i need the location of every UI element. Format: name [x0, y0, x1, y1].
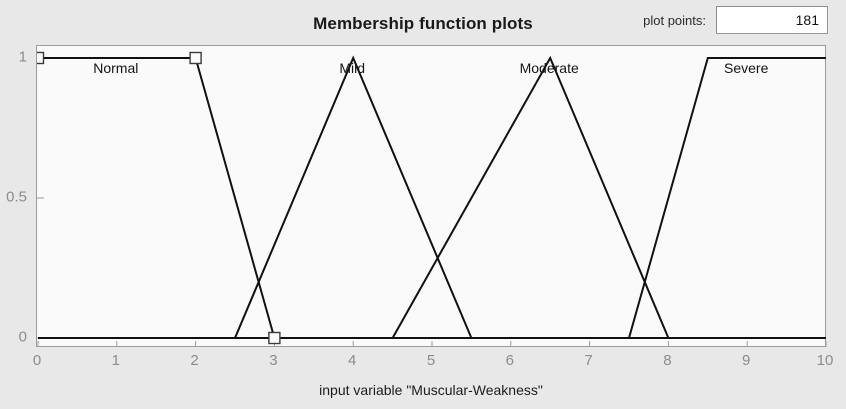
x-tick-label: 10 [816, 352, 834, 369]
x-tick-label: 1 [111, 352, 120, 369]
plot-points-input[interactable]: 181 [716, 6, 828, 34]
curve-paths [38, 55, 826, 339]
x-tick-label: 3 [269, 352, 278, 369]
selection-handles[interactable] [37, 51, 281, 345]
x-tick-label: 9 [742, 352, 751, 369]
y-tick-label: 0 [18, 328, 27, 346]
y-tick-label: 1 [18, 48, 27, 66]
x-tick-label: 5 [426, 352, 436, 369]
x-tick-label: 8 [663, 352, 672, 369]
x-tick-label: 7 [584, 352, 593, 369]
mf-curve-mild[interactable] [38, 55, 826, 339]
x-tick-label: 0 [32, 352, 42, 369]
y-tick-label: 0.5 [6, 188, 27, 206]
axis-ticks [37, 57, 827, 347]
x-tick-label: 4 [348, 352, 357, 369]
x-axis-title: input variable "Muscular-Weakness" [319, 382, 543, 398]
mf-selection-handle[interactable] [189, 51, 202, 65]
x-axis-tick-labels: 0 1 2 3 4 5 6 7 8 9 10 [32, 352, 834, 374]
page-title: Membership function plots [313, 14, 533, 33]
plot-points-label: plot points: [643, 12, 706, 28]
mf-selection-handle[interactable] [37, 51, 45, 65]
mf-curve-normal[interactable] [38, 57, 826, 339]
plot-area[interactable] [36, 45, 827, 347]
mf-selection-handle[interactable] [268, 331, 281, 345]
plot-points-group: plot points: 181 [643, 6, 828, 34]
membership-curves [37, 51, 827, 347]
mf-curve-severe[interactable] [38, 57, 826, 339]
x-tick-label: 6 [505, 352, 514, 369]
mf-curve-moderate[interactable] [38, 55, 826, 339]
x-tick-label: 2 [190, 352, 199, 369]
